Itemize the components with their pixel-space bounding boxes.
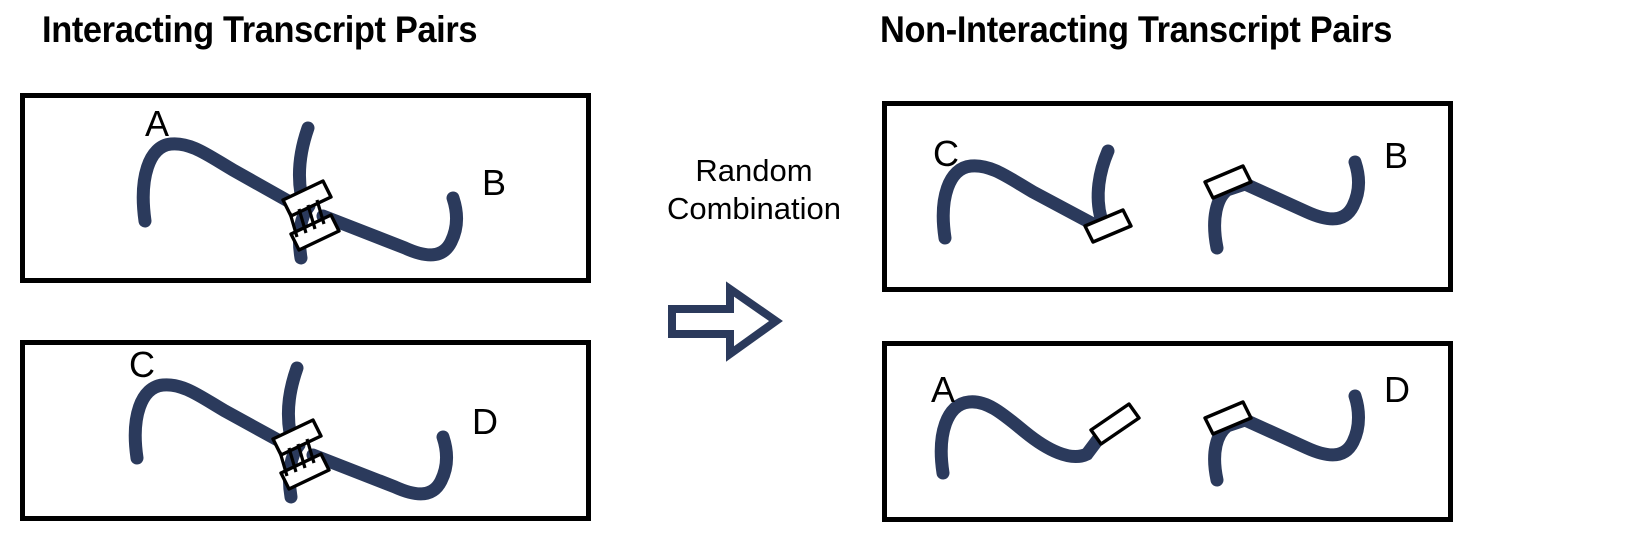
transcript-label-a: A [931, 369, 956, 410]
strand-c-free [936, 159, 1100, 245]
transcript-label-d: D [472, 401, 498, 442]
transcript-label-b: B [482, 162, 507, 203]
panel-interacting-cd: C D [20, 340, 591, 521]
strand-a [136, 137, 304, 228]
binding-site-bar-upper [271, 418, 323, 457]
duplex-interaction-site-cd [271, 418, 331, 491]
transcript-label-b: B [1384, 135, 1409, 176]
binding-site-d [1203, 400, 1253, 436]
strand-a-tail [292, 121, 315, 201]
binding-site-bar-lower [279, 452, 331, 491]
strand-c-tail [281, 361, 304, 440]
arrow-right-container [668, 281, 783, 362]
random-combination-annotation: Random Combination [628, 152, 880, 228]
diagram-transcript-pair-ad [934, 389, 1365, 487]
heading-interacting: Interacting Transcript Pairs [42, 9, 478, 50]
transcript-label-c: C [129, 344, 155, 385]
random-combination-line1: Random [695, 153, 813, 188]
arrow-right-icon [668, 281, 783, 362]
panel-non-interacting-ad: A D [882, 341, 1453, 522]
transcript-label-c: C [933, 133, 959, 174]
panel-interacting-ab: A B [20, 93, 591, 283]
diagram-transcript-pair-ab [136, 121, 463, 265]
binding-site-b [1203, 164, 1253, 200]
random-combination-line2: Combination [666, 190, 842, 226]
diagram-transcript-pair-cb [936, 144, 1365, 255]
binding-site-c [1083, 208, 1133, 244]
base-pair-rungs [288, 199, 326, 238]
duplex-interaction-site-ab [281, 179, 341, 252]
strand-b-free [1208, 155, 1365, 255]
transcript-label-a: A [145, 103, 170, 144]
diagram-transcript-pair-cd [128, 361, 453, 504]
panel-non-interacting-cb: C B [882, 101, 1453, 292]
strand-c [128, 378, 294, 465]
strand-d [306, 430, 453, 501]
binding-site-bar-lower [289, 213, 341, 252]
strand-b [316, 191, 463, 262]
binding-site-bar-upper [281, 179, 333, 218]
base-pair-rungs [278, 438, 316, 477]
binding-site-a [1089, 402, 1141, 446]
strand-d-free [1208, 389, 1365, 487]
strand-a-free [934, 395, 1106, 480]
transcript-label-d: D [1384, 369, 1410, 410]
strand-c-free-tail [1091, 144, 1115, 225]
heading-non-interacting: Non-Interacting Transcript Pairs [880, 9, 1393, 50]
